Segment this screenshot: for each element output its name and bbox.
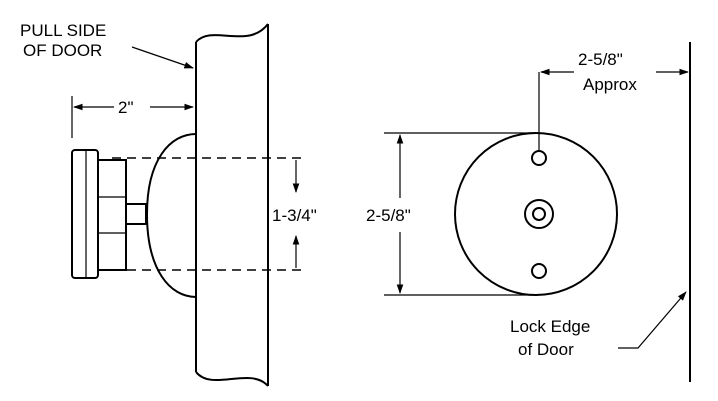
screw-hole-bottom (531, 263, 547, 279)
door-label-leader (131, 46, 194, 69)
center-plunger-outer (524, 199, 554, 229)
center-plunger-inner (532, 207, 546, 221)
holder-base-plate (71, 149, 99, 279)
height-dimension-label: 1-3/4" (272, 206, 317, 225)
diameter-dimension-label: 2-5/8" (366, 206, 411, 225)
door-label-line-2: OF DOOR (23, 41, 102, 60)
plunger-stem (125, 203, 147, 225)
edge-label-line-2: of Door (518, 340, 574, 359)
base-plate-circle (454, 132, 618, 296)
offset-dimension-label: 2-5/8" (578, 50, 623, 69)
edge-label-leader (618, 291, 687, 349)
door-label-line-1: PULL SIDE (20, 21, 106, 40)
side-view: 1-3/4" 2" PULL SIDE OF DOOR (20, 21, 317, 387)
holder-hub (97, 159, 127, 271)
screw-hole-top (531, 150, 547, 166)
face-view: 2-5/8" 2-5/8" Approx Lock Edge of Door (366, 42, 691, 382)
door-section (195, 23, 269, 387)
projection-dimension-label: 2" (118, 98, 134, 117)
edge-label-line-1: Lock Edge (510, 317, 590, 336)
offset-approx-label: Approx (583, 75, 637, 94)
